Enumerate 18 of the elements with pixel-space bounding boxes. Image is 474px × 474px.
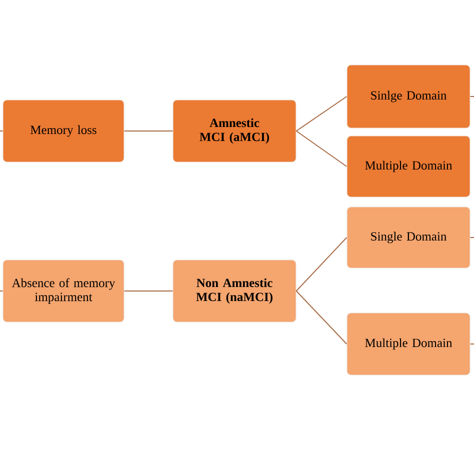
cause-box: Memory loss <box>2 100 124 162</box>
connector-line <box>470 96 474 97</box>
connector-line <box>0 290 4 292</box>
cause-box: Absence of memory impairment <box>2 260 124 322</box>
connector-line <box>0 130 4 132</box>
subtype-box: Non Amnestic MCI (naMCI) <box>172 260 296 322</box>
connector-line <box>296 96 348 132</box>
domain-box: Single Domain <box>346 206 470 268</box>
connector-line <box>124 130 174 132</box>
connector-line <box>470 237 474 238</box>
connector-line <box>124 290 174 292</box>
connector-line <box>296 237 348 292</box>
subtype-box: Amnestic MCI (aMCI) <box>172 100 296 162</box>
connector-line <box>296 130 348 167</box>
domain-box: Multiple Domain <box>346 136 470 198</box>
domain-box: Sinlge Domain <box>346 64 470 128</box>
domain-box: Multiple Domain <box>346 312 470 376</box>
connector-line <box>296 290 348 344</box>
